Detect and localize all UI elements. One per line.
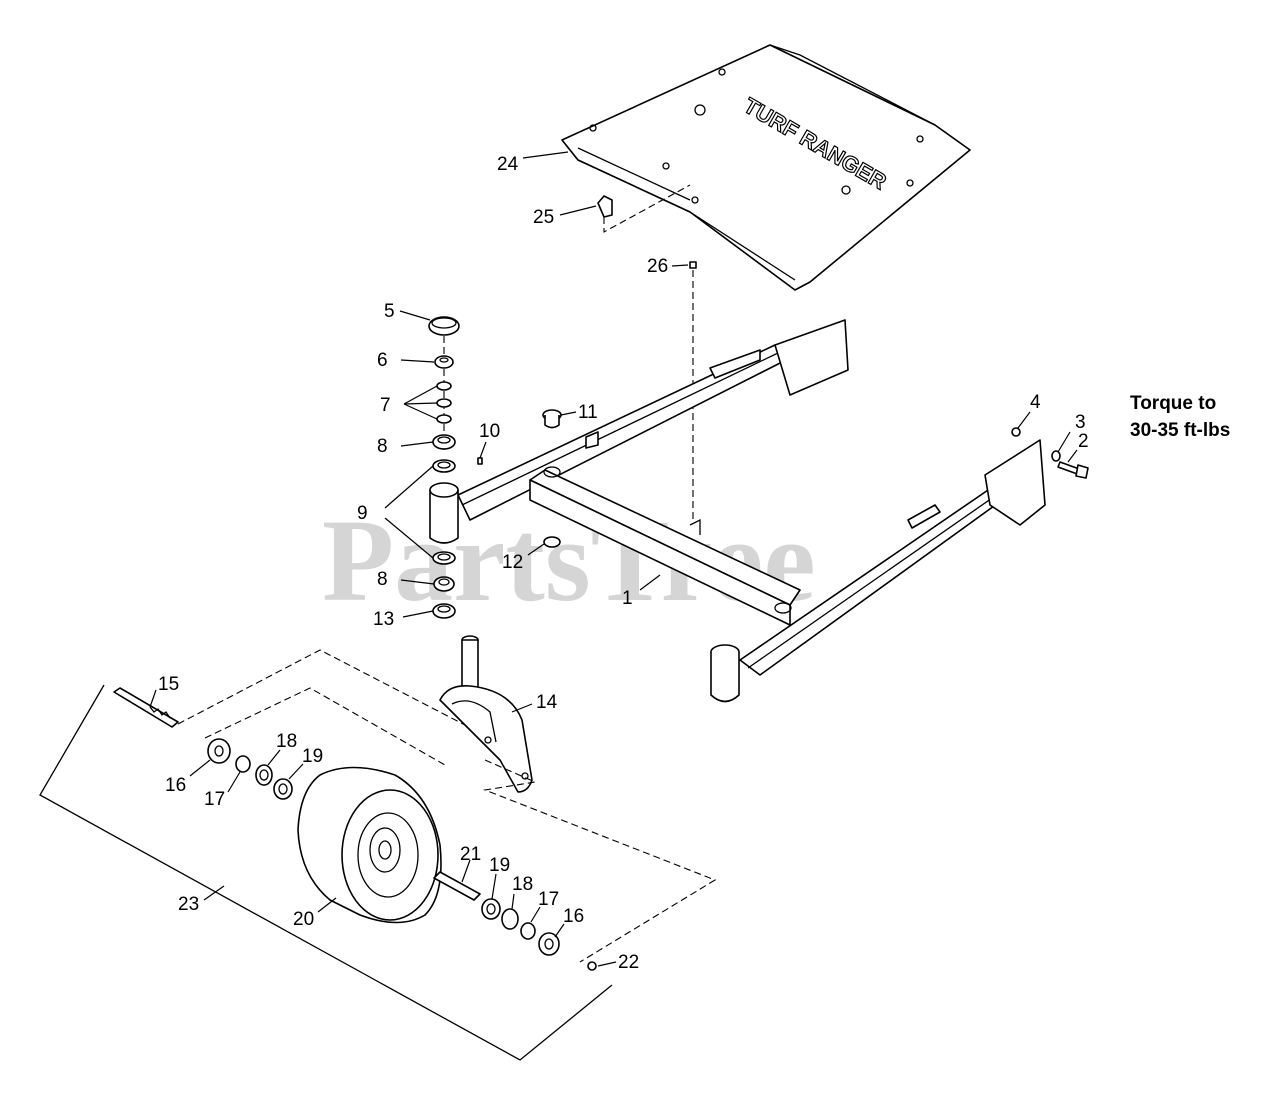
callout-17-left: 17 [204,789,225,810]
callout-21: 21 [460,844,481,865]
callout-14: 14 [536,692,558,713]
part-23-assembly-outline [39,684,613,1061]
part-10-zerk [477,457,483,465]
part-19-bearing-left [273,778,293,800]
callout-18-right: 18 [512,874,533,895]
torque-note-line1: Torque to [1130,393,1216,414]
part-24-cover-plate: TURF RANGER [561,44,971,291]
callout-19-left: 19 [302,746,323,767]
part-17-spacer-right [520,922,536,940]
part-17-spacer-left [235,755,251,773]
part-16-spacer-left [207,738,231,764]
callout-2: 2 [1078,431,1089,452]
part-9-bushing-upper [432,459,456,473]
callout-9: 9 [357,503,368,524]
callout-11: 11 [578,402,598,423]
part-8-bearing-lower [433,576,455,592]
part-18-seal-left [255,764,273,786]
callout-26: 26 [647,256,668,277]
callout-18-left: 18 [276,731,297,752]
part-25-bracket [597,184,691,233]
part-19-bearing-right [481,898,501,920]
callout-15: 15 [158,674,179,695]
part-22-locknut [587,961,597,971]
torque-note-line2: 30-35 ft-lbs [1130,420,1230,441]
callout-3: 3 [1075,412,1086,433]
part-5-cap [428,316,460,336]
callout-13: 13 [373,609,394,630]
part-1-frame [457,319,1046,703]
part-9-tube [429,482,459,544]
callout-10: 10 [479,421,500,442]
part-4-nut [1011,427,1021,437]
part-8-bearing-upper [432,434,456,450]
part-7-washers [436,381,452,424]
callouts: 1 2 3 4 5 6 7 8 8 9 10 11 12 13 14 [149,151,1089,973]
callout-17-right: 17 [538,889,559,910]
callout-23: 23 [178,894,199,915]
torque-note: Torque to 30-35 ft-lbs [1130,393,1230,441]
callout-6: 6 [377,350,388,371]
part-12-clip [543,536,561,548]
part-3-washer [1051,450,1061,462]
part-15-axle-bolt [113,687,179,728]
callout-20: 20 [293,909,314,930]
part-13-seal [432,603,456,619]
part-21-spacer-tube [433,871,481,901]
callout-25: 25 [533,207,554,228]
callout-8-lower: 8 [377,569,388,590]
callout-12: 12 [502,552,523,573]
callout-8-upper: 8 [377,436,388,457]
assembly-dashed-lines [177,649,717,963]
part-2-bolt [1057,461,1089,479]
callout-7: 7 [380,395,391,416]
part-11-bushing [542,409,562,429]
callout-19-right: 19 [489,855,510,876]
callout-22: 22 [618,952,639,973]
callout-1: 1 [622,588,633,609]
callout-5: 5 [384,301,395,322]
part-9-bushing-lower [432,551,456,565]
callout-24: 24 [497,154,519,175]
callout-16-left: 16 [165,775,186,796]
callout-4: 4 [1030,392,1041,413]
part-20-wheel [297,766,442,924]
part-16-spacer-right [538,932,560,956]
part-6-nut [434,355,454,369]
callout-16-right: 16 [563,906,584,927]
part-14-caster-fork [439,635,533,793]
part-18-seal-right [501,908,519,930]
